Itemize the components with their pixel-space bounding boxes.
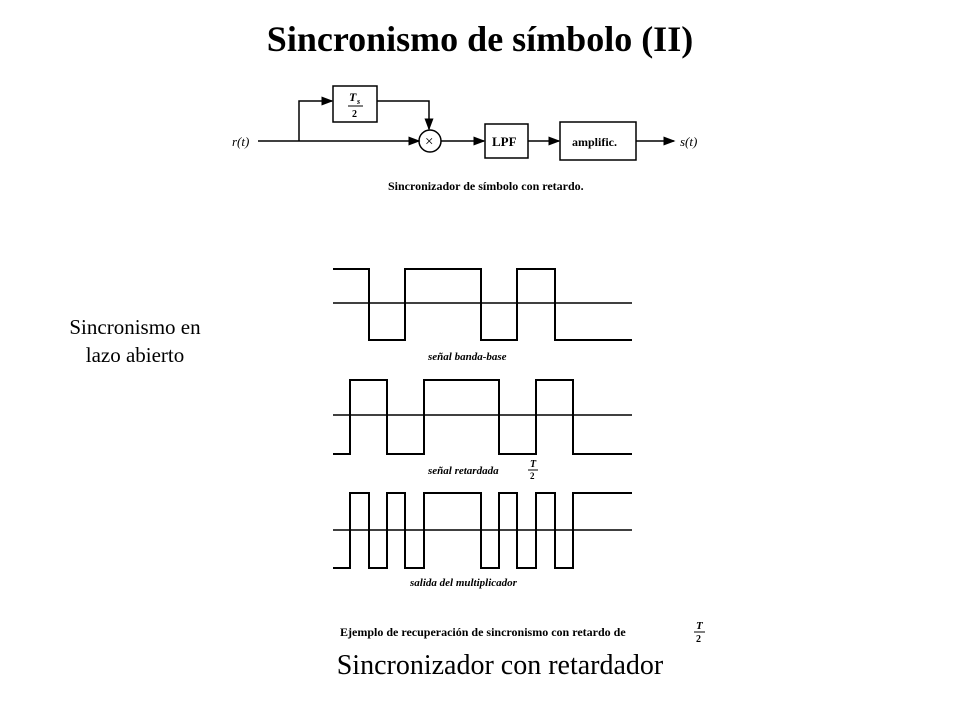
product-label: salida del multiplicador	[409, 577, 518, 589]
delayed-waveform	[333, 379, 632, 455]
input-label: r(t)	[232, 134, 249, 149]
baseband-label: señal banda-base	[427, 351, 507, 363]
waveform-text: señal banda-base señal retardada T 2 sal…	[340, 351, 705, 645]
side-note: Sincronismo en lazo abierto	[40, 313, 230, 369]
delay-den: 2	[352, 109, 357, 120]
delay-block	[332, 85, 378, 123]
output-label: s(t)	[680, 134, 697, 149]
block-diagram-text: r(t) s(t) T s 2 × LPF amplific. Sincroni…	[232, 90, 697, 193]
baseband-waveform	[333, 268, 632, 341]
delayed-label: señal retardada	[427, 465, 499, 477]
delay-branch-in	[298, 96, 334, 141]
delayed-frac-num: T	[530, 459, 537, 470]
slide-title: Sincronismo de símbolo (II)	[266, 19, 694, 59]
figure-caption: Ejemplo de recuperación de sincronismo c…	[340, 625, 626, 639]
waveforms	[333, 268, 632, 569]
delay-branch-out	[377, 100, 434, 131]
block-diagram	[258, 85, 676, 161]
slide-caption: Sincronizador con retardador	[336, 650, 664, 681]
amp-label: amplific.	[572, 135, 617, 149]
figure-caption-frac-num: T	[696, 620, 704, 632]
side-note-line2: lazo abierto	[85, 343, 185, 367]
delayed-frac-den: 2	[530, 471, 535, 481]
figure-caption-frac-den: 2	[696, 634, 701, 645]
multiplier-symbol: ×	[425, 134, 433, 150]
product-waveform	[333, 492, 632, 569]
block-diagram-caption: Sincronizador de símbolo con retardo.	[388, 179, 584, 193]
lpf-label: LPF	[492, 134, 517, 149]
side-note-line1: Sincronismo en	[69, 315, 201, 339]
delay-num: T	[349, 90, 357, 104]
delay-sub: s	[356, 97, 360, 106]
